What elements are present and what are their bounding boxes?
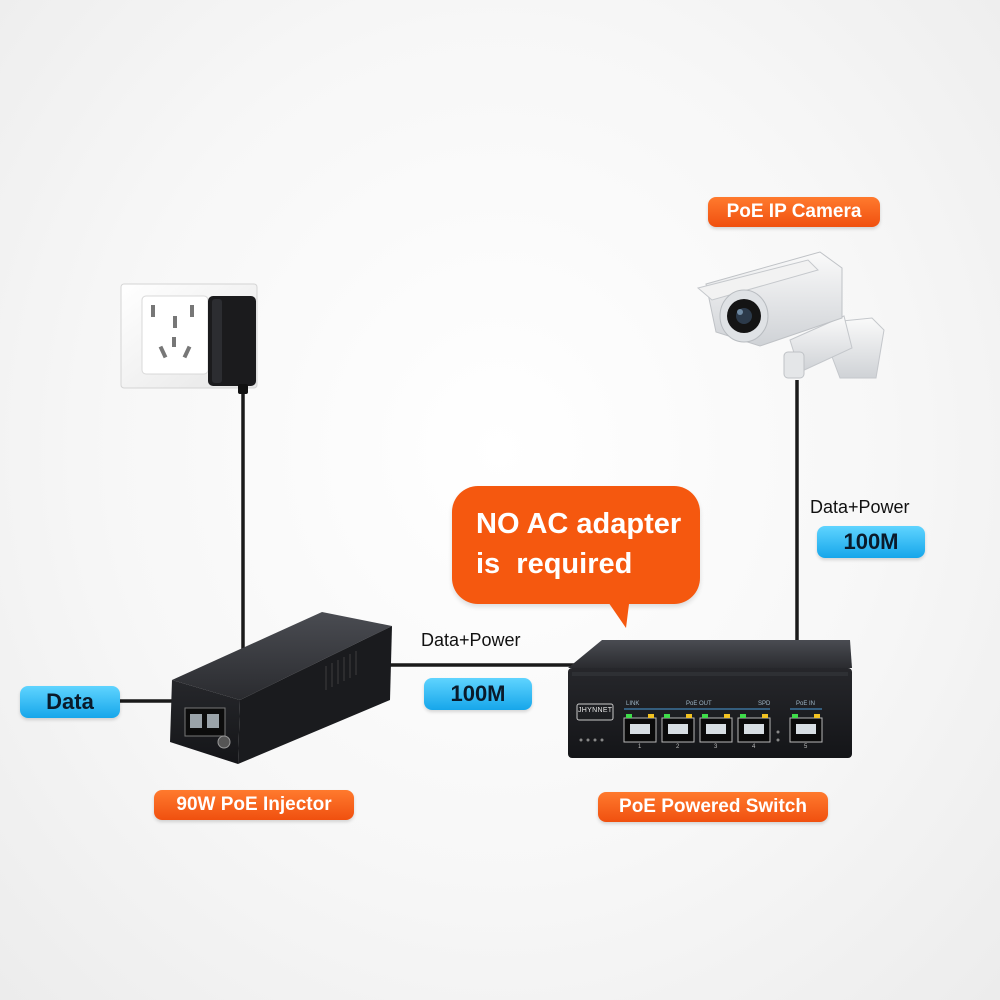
data-input-pill: Data bbox=[20, 686, 120, 718]
switch-group-poe-out: PoE OUT bbox=[686, 701, 712, 707]
poe-switch-device bbox=[568, 640, 852, 758]
switch-label: PoE Powered Switch bbox=[598, 792, 828, 822]
callout-bubble: NO AC adapter is required bbox=[452, 486, 700, 604]
switch-group-poe-in: PoE IN bbox=[796, 701, 816, 707]
middle-link-caption: Data+Power bbox=[421, 630, 521, 650]
camera-speed-pill: 100M bbox=[817, 526, 925, 558]
switch-port-number-1: 1 bbox=[638, 744, 642, 750]
switch-group-link: LINK bbox=[626, 701, 640, 707]
cables bbox=[118, 380, 799, 703]
switch-port-number-3: 3 bbox=[714, 744, 718, 750]
power-adapter bbox=[208, 296, 256, 394]
callout-line-1: NO AC adapter bbox=[476, 508, 682, 540]
switch-group-spd: SPD bbox=[758, 701, 771, 707]
camera-link-caption: Data+Power bbox=[810, 497, 910, 517]
middle-speed-pill: 100M bbox=[424, 678, 532, 710]
switch-brand: JHYNNET bbox=[578, 707, 613, 714]
switch-port-number-2: 2 bbox=[676, 744, 680, 750]
injector-label: 90W PoE Injector bbox=[154, 790, 354, 820]
poe-injector-device bbox=[170, 612, 392, 764]
ip-camera-device bbox=[696, 251, 885, 379]
switch-port-number-4: 4 bbox=[752, 744, 756, 750]
callout-line-2: is required bbox=[476, 548, 633, 580]
callout-tail bbox=[604, 596, 630, 628]
switch-port-number-5: 5 bbox=[804, 744, 808, 750]
camera-label: PoE IP Camera bbox=[708, 197, 880, 227]
